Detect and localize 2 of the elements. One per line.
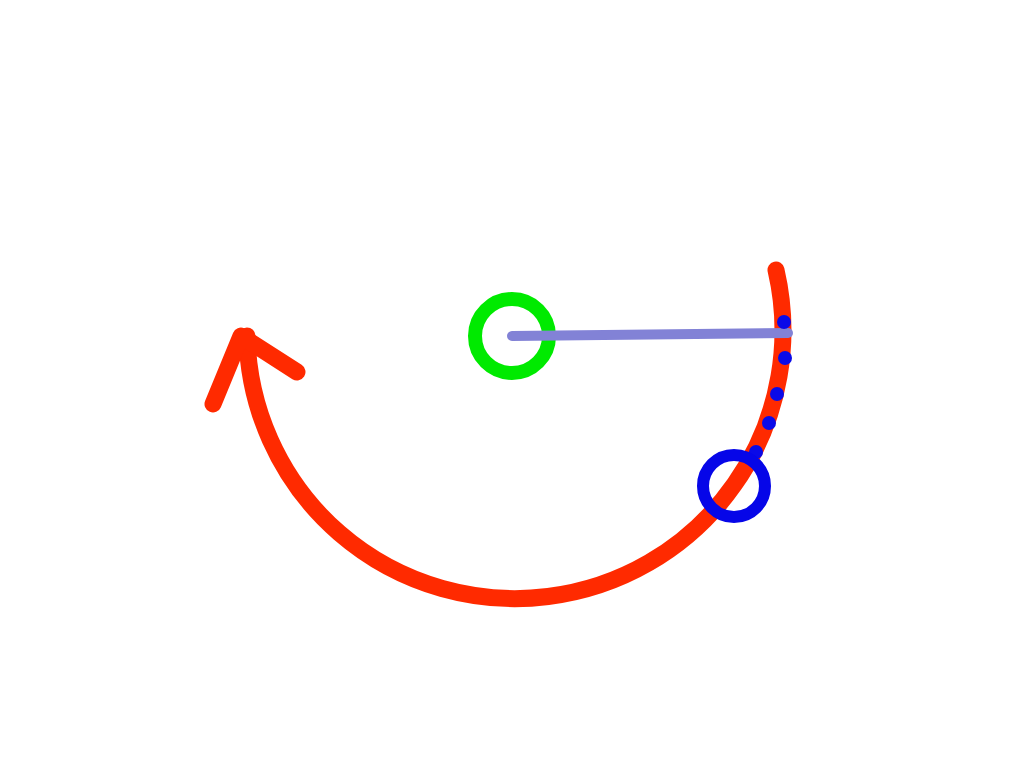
center-ring: [468, 292, 556, 380]
ring-on-arc: [697, 449, 771, 523]
